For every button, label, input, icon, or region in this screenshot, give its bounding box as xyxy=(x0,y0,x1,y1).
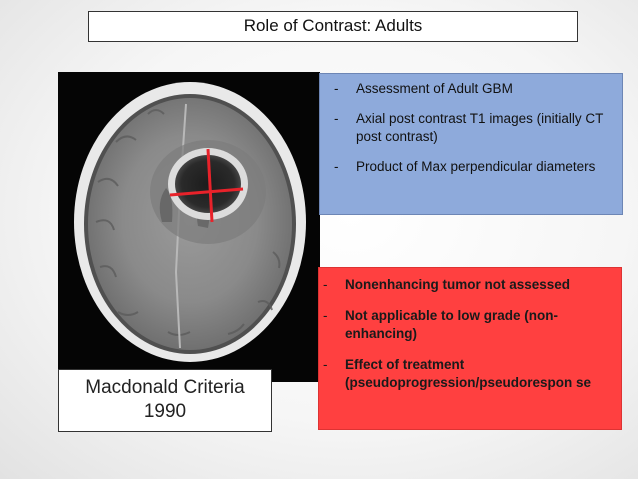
measurement-line-vertical xyxy=(206,148,214,223)
ct-brain-graphic xyxy=(58,72,320,382)
slide-title: Role of Contrast: Adults xyxy=(88,11,578,42)
assessment-bullets-box: - Assessment of Adult GBM - Axial post c… xyxy=(319,73,623,215)
ct-scan-image xyxy=(58,72,320,382)
red-bullet-item: - Nonenhancing tumor not assessed xyxy=(323,277,571,292)
caption-line-2: 1990 xyxy=(143,401,187,422)
criteria-caption-box: Macdonald Criteria 1990 xyxy=(58,369,272,432)
blue-bullet-item: - Axial post contrast T1 images (initial… xyxy=(334,111,604,144)
limitations-bullets-box: - Nonenhancing tumor not assessed - Not … xyxy=(318,267,622,430)
red-bullet-item: - Effect of treatment (pseudoprogression… xyxy=(323,357,592,390)
caption-line-1: Macdonald Criteria xyxy=(85,377,245,398)
measurement-line-horizontal xyxy=(169,187,244,197)
blue-bullet-item: - Product of Max perpendicular diameters xyxy=(334,159,596,174)
blue-bullet-item: - Assessment of Adult GBM xyxy=(334,81,513,96)
red-bullet-item: - Not applicable to low grade (non-enhan… xyxy=(323,308,559,341)
